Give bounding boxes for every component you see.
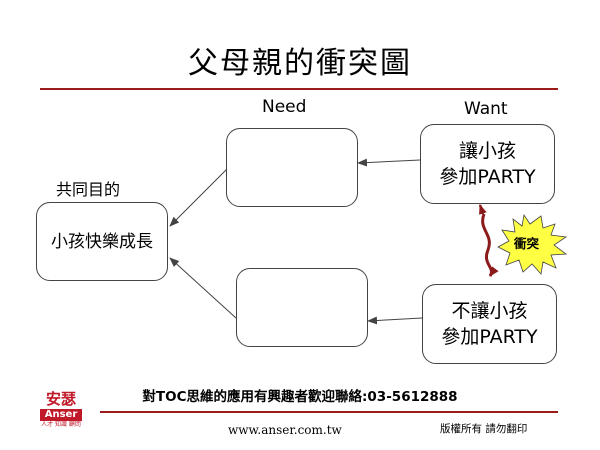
- need-box-bottom: [236, 268, 368, 347]
- footer-contact-text: 對TOC思維的應用有興趣者歡迎聯絡:03-5612888: [142, 389, 458, 405]
- logo-chinese: 安瑟: [45, 390, 76, 408]
- common-goal-text: 小孩快樂成長: [51, 231, 153, 252]
- logo-english: Anser: [40, 409, 82, 421]
- want-box-bottom-line1: 不讓小孩: [451, 300, 528, 322]
- logo-tagline: 人才 知識 顧問: [41, 421, 81, 428]
- need-column-header: Need: [262, 97, 307, 117]
- want-box-top-line2: 參加PARTY: [439, 166, 536, 188]
- page-title: 父母親的衝突圖: [188, 46, 412, 81]
- want-box-top: 讓小孩 參加PARTY: [420, 124, 555, 204]
- want-box-top-line1: 讓小孩: [458, 140, 516, 162]
- arrow-want-top-to-need-top: [357, 158, 421, 167]
- title-divider: [40, 88, 558, 90]
- footer-divider: [100, 411, 558, 413]
- conflict-burst-shape: [497, 213, 568, 275]
- arrow-need-top-to-goal: [169, 167, 229, 227]
- arrow-need-bottom-to-goal: [169, 257, 237, 319]
- want-box-bottom: 不讓小孩 參加PARTY: [422, 284, 557, 364]
- arrow-want-bottom-to-need-bottom: [367, 316, 423, 325]
- anser-logo: 安瑟 Anser 人才 知識 顧問: [40, 391, 82, 439]
- footer-copyright: 版權所有 請勿翻印: [440, 423, 528, 435]
- need-box-top: [226, 128, 358, 207]
- conflict-arrow-head-up: [478, 204, 487, 215]
- common-goal-box: 小孩快樂成長: [36, 202, 168, 281]
- conflict-lightning-arrow: [481, 213, 499, 277]
- footer-website-link[interactable]: www.anser.com.tw: [228, 423, 342, 437]
- common-goal-label: 共同目的: [56, 180, 121, 199]
- conflict-label: 衝突: [514, 236, 540, 251]
- want-box-bottom-line2: 參加PARTY: [441, 326, 538, 348]
- want-column-header: Want: [464, 99, 508, 119]
